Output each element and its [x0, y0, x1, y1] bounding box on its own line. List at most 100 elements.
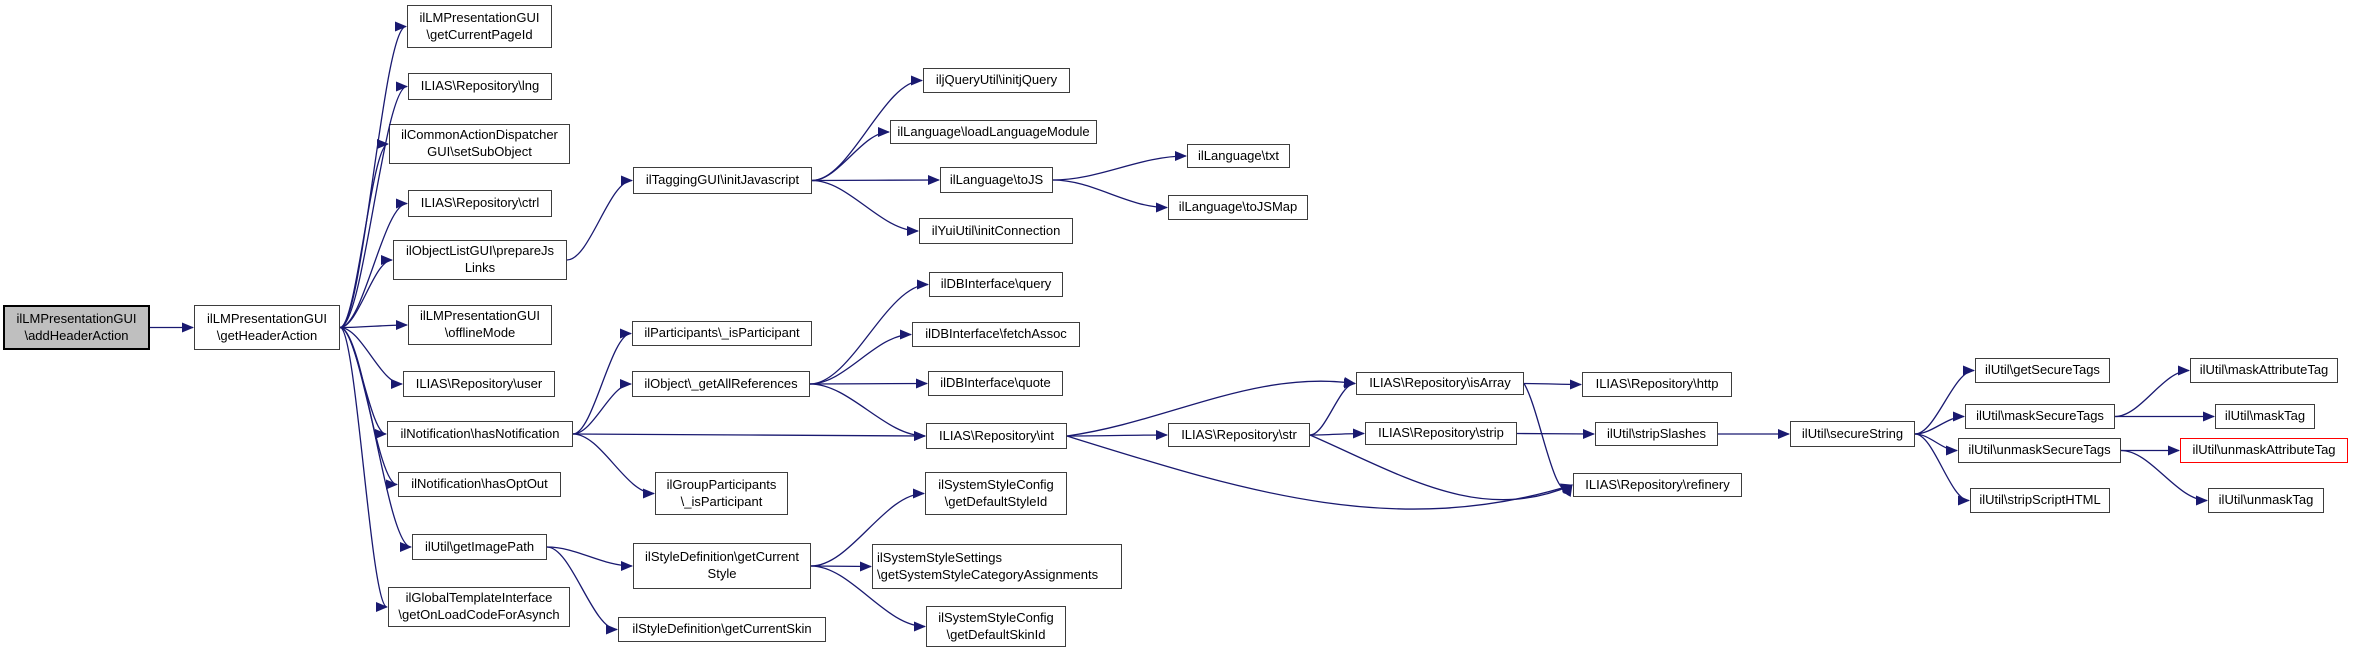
edge-get_header_action-has_opt_out — [339, 326, 398, 490]
edge-get_header_action-has_notification — [339, 326, 387, 439]
node-label: ilSystemStyleConfig \getDefaultSkinId — [938, 609, 1054, 642]
edge-has_notification-repo_int — [572, 430, 926, 441]
node-label: ilLanguage\toJS — [949, 171, 1044, 187]
node-repository-user[interactable]: ILIAS\Repository\user — [403, 371, 555, 397]
node-label: ilSystemStyleSettings \getSystemStyleCat… — [877, 549, 1099, 582]
node-repository-refinery[interactable]: ILIAS\Repository\refinery — [1573, 473, 1742, 497]
edge-get_all_references-db_quote — [809, 378, 928, 389]
node-getAllReferences[interactable]: ilObject\_getAllReferences — [632, 371, 810, 397]
edge-repo_is_array-repo_http — [1523, 379, 1582, 390]
node-initConnection[interactable]: ilYuiUtil\initConnection — [919, 218, 1073, 244]
edge-get_header_action-user — [339, 326, 403, 389]
edge-has_notification-group_participants_is_participant — [572, 433, 655, 499]
node-repository-ctrl[interactable]: ILIAS\Repository\ctrl — [408, 190, 552, 217]
node-repository-int[interactable]: ILIAS\Repository\int — [926, 423, 1067, 449]
edge-repo_str-repo_is_array — [1309, 378, 1356, 436]
node-getCurrentPageId[interactable]: ilLMPresentationGUI \getCurrentPageId — [407, 5, 552, 48]
node-label: ilLanguage\loadLanguageModule — [897, 123, 1090, 139]
node-label: ilLanguage\toJSMap — [1178, 199, 1298, 215]
node-maskAttributeTag[interactable]: ilUtil\maskAttributeTag — [2190, 358, 2338, 383]
edge-get_current_style-get_system_style_category_assignments — [810, 561, 872, 572]
edge-tojs-lang_txt — [1052, 151, 1187, 181]
node-unmaskTag[interactable]: ilUtil\unmaskTag — [2208, 488, 2324, 513]
node-label: ilNotification\hasOptOut — [411, 476, 548, 492]
node-label: ilUtil\getSecureTags — [1985, 362, 2100, 378]
edge-has_notification-get_all_references — [572, 379, 632, 435]
node-label: ilUtil\stripScriptHTML — [1979, 492, 2101, 508]
node-label: ilUtil\secureString — [1801, 425, 1904, 441]
node-label: ilSystemStyleConfig \getDefaultStyleId — [938, 476, 1054, 509]
node-label: ilGlobalTemplateInterface \getOnLoadCode… — [398, 590, 560, 622]
node-db-quote[interactable]: ilDBInterface\quote — [928, 371, 1063, 396]
edge-repo_is_array-repo_refinery — [1523, 383, 1573, 498]
node-getDefaultSkinId[interactable]: ilSystemStyleConfig \getDefaultSkinId — [926, 606, 1066, 647]
node-unmaskSecureTags[interactable]: ilUtil\unmaskSecureTags — [1958, 438, 2121, 463]
edge-prepare_js_links-init_javascript — [566, 175, 633, 261]
node-label: ilUtil\unmaskTag — [2218, 492, 2314, 508]
node-lang-txt[interactable]: ilLanguage\txt — [1187, 144, 1290, 168]
node-getImagePath[interactable]: ilUtil\getImagePath — [412, 534, 547, 560]
node-maskSecureTags[interactable]: ilUtil\maskSecureTags — [1965, 404, 2115, 429]
node-loadLanguageModule[interactable]: ilLanguage\loadLanguageModule — [890, 120, 1097, 144]
edge-repo_str-repo_strip — [1309, 428, 1365, 439]
node-label: ILIAS\Repository\http — [1595, 376, 1719, 392]
node-getOnLoadCodeForAsynch[interactable]: ilGlobalTemplateInterface \getOnLoadCode… — [388, 587, 570, 627]
node-addHeaderAction[interactable]: ilLMPresentationGUI \addHeaderAction — [3, 305, 150, 350]
node-hasNotification[interactable]: ilNotification\hasNotification — [387, 421, 573, 447]
node-db-fetchAssoc[interactable]: ilDBInterface\fetchAssoc — [912, 322, 1080, 347]
node-getCurrentSkin[interactable]: ilStyleDefinition\getCurrentSkin — [618, 617, 826, 642]
edge-init_javascript-load_language_module — [811, 127, 890, 182]
node-secureString[interactable]: ilUtil\secureString — [1790, 421, 1915, 447]
node-label: ilCommonActionDispatcher GUI\setSubObjec… — [401, 127, 558, 159]
node-label: ilObjectListGUI\prepareJs Links — [405, 243, 555, 275]
node-label: ilTaggingGUI\initJavascript — [645, 172, 800, 188]
node-repository-lng[interactable]: ILIAS\Repository\lng — [408, 73, 552, 100]
node-repository-str[interactable]: ILIAS\Repository\str — [1168, 423, 1310, 447]
node-hasOptOut[interactable]: ilNotification\hasOptOut — [398, 472, 561, 497]
node-repository-http[interactable]: ILIAS\Repository\http — [1582, 372, 1732, 397]
node-label: ilLMPresentationGUI \addHeaderAction — [16, 310, 137, 343]
node-groupParticipants-isParticipant[interactable]: ilGroupParticipants \_isParticipant — [655, 472, 788, 515]
edge-repo_int-repo_refinery — [1066, 435, 1573, 510]
node-participants-isParticipant[interactable]: ilParticipants\_isParticipant — [632, 321, 812, 346]
node-repository-strip[interactable]: ILIAS\Repository\strip — [1365, 422, 1517, 445]
node-setSubObject[interactable]: ilCommonActionDispatcher GUI\setSubObjec… — [389, 124, 570, 164]
node-stripScriptHTML[interactable]: ilUtil\stripScriptHTML — [1970, 488, 2110, 513]
node-getDefaultStyleId[interactable]: ilSystemStyleConfig \getDefaultStyleId — [925, 472, 1067, 515]
node-label: ilDBInterface\fetchAssoc — [925, 326, 1067, 342]
node-initJavascript[interactable]: ilTaggingGUI\initJavascript — [633, 167, 812, 194]
node-label: ILIAS\Repository\lng — [420, 78, 540, 94]
node-unmaskAttributeTag[interactable]: ilUtil\unmaskAttributeTag — [2180, 438, 2348, 463]
node-repository-isArray[interactable]: ILIAS\Repository\isArray — [1356, 372, 1524, 395]
edge-mask_secure_tags-mask_attribute_tag — [2114, 365, 2190, 418]
node-offlineMode[interactable]: ilLMPresentationGUI \offlineMode — [408, 305, 552, 345]
edge-has_notification-participants_is_participant — [572, 328, 632, 435]
edge-get_header_action-get_current_page_id — [339, 21, 407, 329]
edge-secure_string-unmask_secure_tags — [1914, 433, 1958, 456]
node-toJS[interactable]: ilLanguage\toJS — [940, 167, 1053, 193]
node-label: ilLMPresentationGUI \offlineMode — [420, 308, 540, 340]
node-toJSMap[interactable]: ilLanguage\toJSMap — [1168, 195, 1308, 220]
node-stripSlashes[interactable]: ilUtil\stripSlashes — [1595, 422, 1718, 446]
node-label: ilNotification\hasNotification — [400, 425, 560, 441]
edge-secure_string-mask_secure_tags — [1914, 411, 1965, 435]
node-initjQuery[interactable]: iljQueryUtil\initjQuery — [923, 68, 1070, 93]
node-getSecureTags[interactable]: ilUtil\getSecureTags — [1975, 358, 2110, 383]
edge-init_javascript-tojs — [811, 175, 940, 186]
node-getSystemStyleCategoryAssignments[interactable]: ilSystemStyleSettings \getSystemStyleCat… — [872, 544, 1122, 589]
node-prepareJsLinks[interactable]: ilObjectListGUI\prepareJs Links — [393, 240, 567, 280]
edge-get_all_references-db_query — [809, 279, 929, 385]
node-label: ilGroupParticipants \_isParticipant — [666, 476, 777, 509]
node-getCurrentStyle[interactable]: ilStyleDefinition\getCurrent Style — [633, 543, 811, 589]
edge-get_header_action-prepare_js_links — [339, 255, 393, 329]
node-label: ilYuiUtil\initConnection — [931, 222, 1061, 238]
edge-get_header_action-set_sub_object — [339, 139, 389, 329]
edge-get_header_action-offline_mode — [339, 320, 408, 331]
edge-repo_int-repo_str — [1066, 430, 1168, 441]
node-getHeaderAction[interactable]: ilLMPresentationGUI \getHeaderAction — [194, 305, 340, 350]
node-label: ilUtil\stripSlashes — [1607, 425, 1706, 441]
node-maskTag[interactable]: ilUtil\maskTag — [2215, 404, 2315, 429]
node-db-query[interactable]: ilDBInterface\query — [929, 272, 1063, 297]
node-label: ILIAS\Repository\int — [939, 427, 1054, 443]
node-label: ilUtil\getImagePath — [424, 538, 535, 554]
